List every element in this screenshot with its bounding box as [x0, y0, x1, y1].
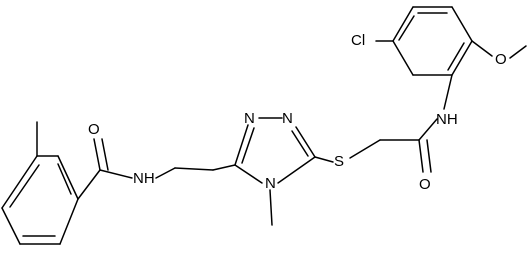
triazole-ring — [234, 117, 316, 184]
chloro-label: Cl — [351, 32, 365, 49]
methoxy-group — [471, 40, 527, 59]
toluoyl-ring — [1, 155, 79, 245]
ethyl-linker — [155, 164, 236, 179]
triazole-n4-label: N — [265, 175, 276, 192]
triazole-n1-label: N — [282, 110, 293, 127]
anilide-nh-label: NH — [436, 111, 458, 128]
acetamide-linker — [349, 118, 438, 173]
thioether-sulfur-label: S — [334, 153, 344, 170]
benzamide-oxygen-label: O — [88, 121, 100, 138]
n-methyl-bond — [269, 189, 273, 226]
chloromethoxyphenyl-ring — [392, 6, 473, 76]
triazole-n2-label: N — [244, 110, 255, 127]
acetamide-oxygen-label: O — [419, 176, 431, 193]
benzamide-carbonyl — [77, 138, 133, 200]
methoxy-oxygen-label: O — [495, 51, 507, 68]
benzamide-nh-label: NH — [133, 170, 155, 187]
aryl-nh-bond — [443, 74, 453, 110]
thioether-bond — [314, 156, 334, 163]
